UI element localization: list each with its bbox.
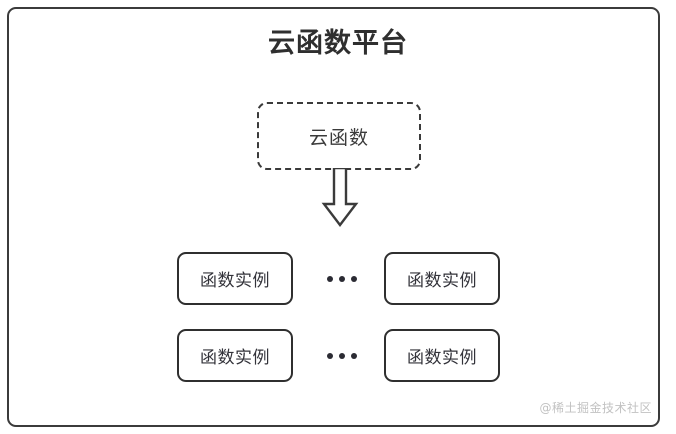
function-instance-box: 函数实例 xyxy=(384,252,500,305)
cloud-function-label: 云函数 xyxy=(308,126,369,149)
function-instance-label: 函数实例 xyxy=(407,348,477,368)
function-instance-row-1: 函数实例 函数实例 xyxy=(0,252,676,305)
ellipsis-dot xyxy=(351,275,357,282)
ellipsis-dot xyxy=(339,352,345,359)
ellipsis-dot xyxy=(351,352,357,359)
ellipsis-dot xyxy=(339,275,345,282)
ellipsis-dot xyxy=(327,352,333,359)
watermark: @稀土掘金技术社区 xyxy=(539,401,652,415)
function-instance-row-2: 函数实例 函数实例 xyxy=(0,329,676,382)
function-instance-label: 函数实例 xyxy=(200,348,270,368)
cloud-function-node: 云函数 xyxy=(257,102,421,170)
ellipsis-dot xyxy=(327,275,333,282)
downward-block-arrow-icon xyxy=(321,168,359,227)
function-instance-label: 函数实例 xyxy=(200,271,270,291)
ellipsis-icon xyxy=(320,329,364,382)
function-instance-box: 函数实例 xyxy=(177,329,293,382)
function-instance-box: 函数实例 xyxy=(177,252,293,305)
function-instance-box: 函数实例 xyxy=(384,329,500,382)
function-instance-label: 函数实例 xyxy=(407,271,477,291)
ellipsis-icon xyxy=(320,252,364,305)
page-title: 云函数平台 xyxy=(268,28,408,59)
